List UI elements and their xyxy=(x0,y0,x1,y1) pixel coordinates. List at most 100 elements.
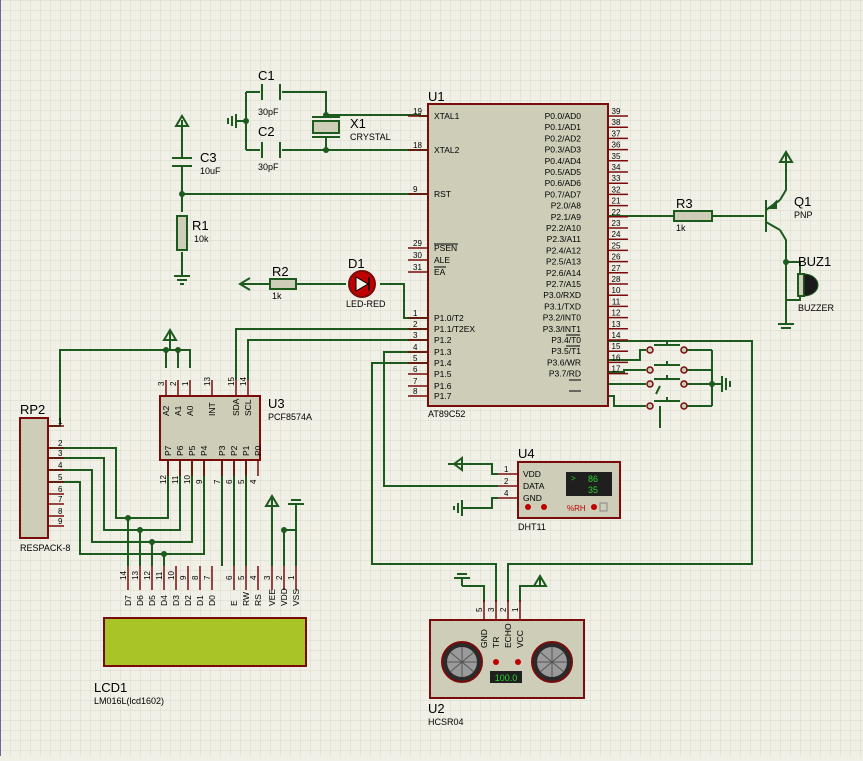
sonar-pin-name: TR xyxy=(491,637,501,648)
lcd-pin-name: D1 xyxy=(195,595,205,606)
mcu-pin-number: 25 xyxy=(612,241,621,250)
dht-icon xyxy=(599,502,608,512)
mcu-pin-number: 31 xyxy=(413,263,422,272)
capacitor-c2[interactable]: C2 30pF xyxy=(258,124,281,172)
lcd-pin-name: D7 xyxy=(123,595,133,606)
power-arrow-icon xyxy=(264,494,280,508)
dht-adjust-buttons[interactable] xyxy=(525,504,597,510)
mcu-pin-number: 16 xyxy=(612,353,621,362)
crystal-icon xyxy=(312,116,340,138)
resistor-r3[interactable]: R3 1k xyxy=(673,196,713,233)
sonar-pin-number: 2 xyxy=(499,607,508,612)
mcu-pin-number: 22 xyxy=(612,208,621,217)
lcd-pin-name: D5 xyxy=(147,595,157,606)
buzzer-icon xyxy=(797,273,819,297)
led-d1[interactable]: D1 LED-RED xyxy=(346,256,386,309)
sonar-pin-number: 5 xyxy=(475,607,484,612)
lcd-pin-number: 4 xyxy=(249,575,258,580)
resistor-r1[interactable]: R1 10k xyxy=(176,215,209,251)
expander-pin-number: 14 xyxy=(239,377,248,386)
capacitor-c1[interactable]: C1 30pF xyxy=(258,68,281,117)
r1-value: 10k xyxy=(194,234,209,244)
lcd-pin-number: 2 xyxy=(275,575,284,580)
transistor-q1[interactable]: Q1 PNP xyxy=(765,194,813,232)
power-arrow-icon xyxy=(174,114,190,136)
ground-icon xyxy=(454,573,470,586)
mcu-pin-number: 18 xyxy=(413,141,422,150)
transistor-icon xyxy=(765,199,781,232)
mcu-pin-name: XTAL1 xyxy=(434,111,460,121)
button-icon[interactable] xyxy=(646,341,688,354)
mcu-pin-name: P3.0/RXD xyxy=(543,290,581,300)
mcu-pin-number: 27 xyxy=(612,264,621,273)
r3-ref: R3 xyxy=(676,196,693,211)
dht-display xyxy=(566,472,612,496)
mcu-pin-number: 35 xyxy=(612,152,621,161)
dht-reading-top: 86 xyxy=(588,474,598,484)
capacitor-c3[interactable]: C3 10uF xyxy=(172,150,221,176)
wires xyxy=(48,91,801,602)
lcd-part: LM016L(lcd1602) xyxy=(94,696,164,706)
lcd-screen xyxy=(103,617,307,667)
expander-pin-name: P3 xyxy=(217,445,227,456)
lcd-pin-name: D4 xyxy=(159,595,169,606)
button-icon[interactable] xyxy=(646,375,688,388)
mcu-pin-name: EA xyxy=(434,267,446,277)
lcd-pin-number: 3 xyxy=(263,575,272,580)
button-icon[interactable] xyxy=(646,361,688,374)
expander-pin-name: P0 xyxy=(253,445,263,456)
sonar-adjust-buttons[interactable] xyxy=(493,659,521,665)
mcu-pin-number: 34 xyxy=(612,163,621,172)
mcu-pin-number: 7 xyxy=(413,377,418,386)
lcd-pin-number: 7 xyxy=(203,575,212,580)
mcu-pin-name: P3.7/RD xyxy=(549,369,581,379)
crystal-x1[interactable]: X1 CRYSTAL xyxy=(312,116,391,142)
mcu-pin-name: P2.6/A14 xyxy=(546,268,581,278)
mcu-pin-name: P3.4/T0 xyxy=(551,335,581,345)
mcu-pin-number: 6 xyxy=(413,365,418,374)
sonar-reading: 100.0 xyxy=(495,673,518,683)
led-icon xyxy=(348,270,376,298)
lcd-pin-number: 9 xyxy=(179,575,188,580)
mcu-body xyxy=(427,103,609,407)
mcu-pin-number: 14 xyxy=(612,331,621,340)
ground-icon xyxy=(174,270,190,285)
power-arrow-icon xyxy=(162,328,178,341)
expander-pin-number: 6 xyxy=(225,479,234,484)
mcu-pin-number: 39 xyxy=(612,107,621,116)
r2-value: 1k xyxy=(272,291,282,301)
mcu-pin-name: P3.3/INT1 xyxy=(543,324,582,334)
mcu-ref: U1 xyxy=(428,89,445,104)
d1-value: LED-RED xyxy=(346,299,386,309)
expander-pin-number: 12 xyxy=(159,475,168,484)
capacitor-icon xyxy=(261,142,281,158)
respack-ref: RP2 xyxy=(20,402,45,417)
expander-pin-name: P7 xyxy=(163,445,173,456)
mcu-pin-name: P3.6/WR xyxy=(547,357,581,367)
mcu-pin-number: 19 xyxy=(413,107,422,116)
c1-value: 30pF xyxy=(258,107,279,117)
dht-ref: U4 xyxy=(518,446,535,461)
lcd-lcd1[interactable]: LCD1 LM016L(lcd1602) 14D713D612D511D410D… xyxy=(94,566,307,706)
expander-pin-number: 7 xyxy=(213,479,222,484)
sonar-transducer-icon xyxy=(531,641,573,683)
mcu-pin-number: 8 xyxy=(413,387,418,396)
buzzer-buz1[interactable]: BUZ1 BUZZER xyxy=(797,254,835,313)
resistor-r2[interactable]: R2 1k xyxy=(269,264,297,301)
c3-value: 10uF xyxy=(200,166,221,176)
mcu-pin-name: P0.5/AD5 xyxy=(545,167,582,177)
expander-pin-number: 2 xyxy=(169,381,178,386)
ground-icon xyxy=(227,114,237,128)
mcu-pin-name: P1.3 xyxy=(434,347,452,357)
expander-pin-number: 3 xyxy=(157,381,166,386)
mcu-pin-name: P0.4/AD4 xyxy=(545,156,582,166)
mcu-pin-name: P2.1/A9 xyxy=(551,212,582,222)
respack-pin-number: 5 xyxy=(58,473,63,482)
button-icon[interactable] xyxy=(646,397,688,410)
